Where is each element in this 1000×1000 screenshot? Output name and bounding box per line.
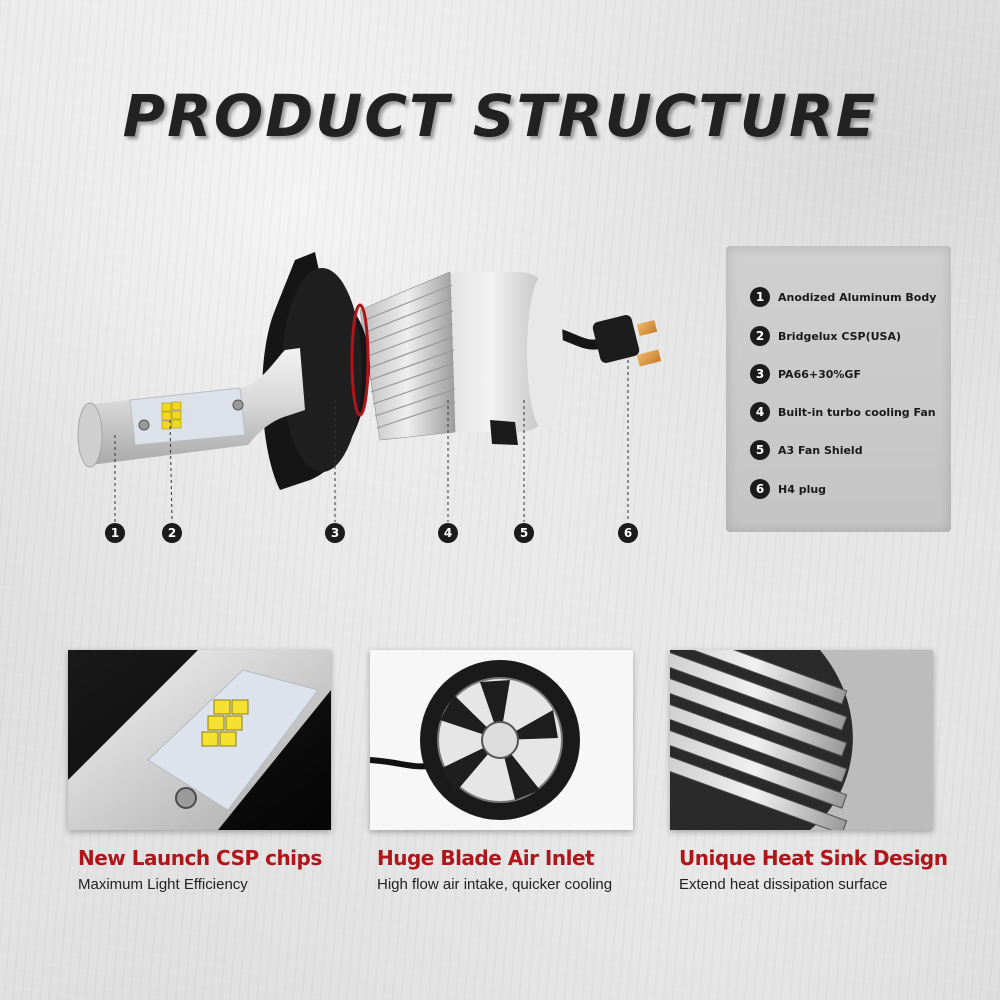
feature-title-csp-chips: New Launch CSP chips — [78, 846, 322, 870]
feature-subtitle-csp-chips: Maximum Light Efficiency — [78, 876, 248, 893]
callout-1: 1 — [105, 523, 125, 543]
callout-5: 5 — [514, 523, 534, 543]
legend-number: 6 — [750, 479, 770, 499]
legend-label: Built-in turbo cooling Fan — [778, 405, 936, 419]
led-bulb-illustration — [77, 252, 662, 490]
feature-title-air-inlet: Huge Blade Air Inlet — [377, 846, 595, 870]
feature-image-air-inlet — [370, 650, 633, 830]
callout-4: 4 — [438, 523, 458, 543]
legend-number: 4 — [750, 402, 770, 422]
callout-3: 3 — [325, 523, 345, 543]
callout-6: 6 — [618, 523, 638, 543]
legend-label: A3 Fan Shield — [778, 443, 863, 457]
feature-image-csp-chips — [68, 650, 331, 830]
legend-number: 3 — [750, 364, 770, 384]
legend-panel: 1 Anodized Aluminum Body 2 Bridgelux CSP… — [726, 246, 951, 532]
legend-number: 1 — [750, 287, 770, 307]
legend-number: 2 — [750, 326, 770, 346]
feature-subtitle-heat-sink: Extend heat dissipation surface — [679, 876, 888, 893]
feature-image-heat-sink — [670, 650, 933, 830]
page-title: PRODUCT STRUCTURE — [122, 82, 878, 150]
callout-2: 2 — [162, 523, 182, 543]
legend-label: Anodized Aluminum Body — [778, 290, 937, 304]
legend-label: Bridgelux CSP(USA) — [778, 329, 901, 343]
legend-item: 5 A3 Fan Shield — [750, 440, 863, 460]
legend-item: 4 Built-in turbo cooling Fan — [750, 402, 936, 422]
legend-item: 2 Bridgelux CSP(USA) — [750, 326, 901, 346]
feature-subtitle-air-inlet: High flow air intake, quicker cooling — [377, 876, 613, 893]
legend-item: 1 Anodized Aluminum Body — [750, 287, 936, 307]
legend-number: 5 — [750, 440, 770, 460]
legend-label: PA66+30%GF — [778, 367, 861, 381]
legend-item: 6 H4 plug — [750, 479, 826, 499]
feature-title-heat-sink: Unique Heat Sink Design — [679, 846, 948, 870]
legend-item: 3 PA66+30%GF — [750, 364, 861, 384]
legend-label: H4 plug — [778, 482, 827, 496]
